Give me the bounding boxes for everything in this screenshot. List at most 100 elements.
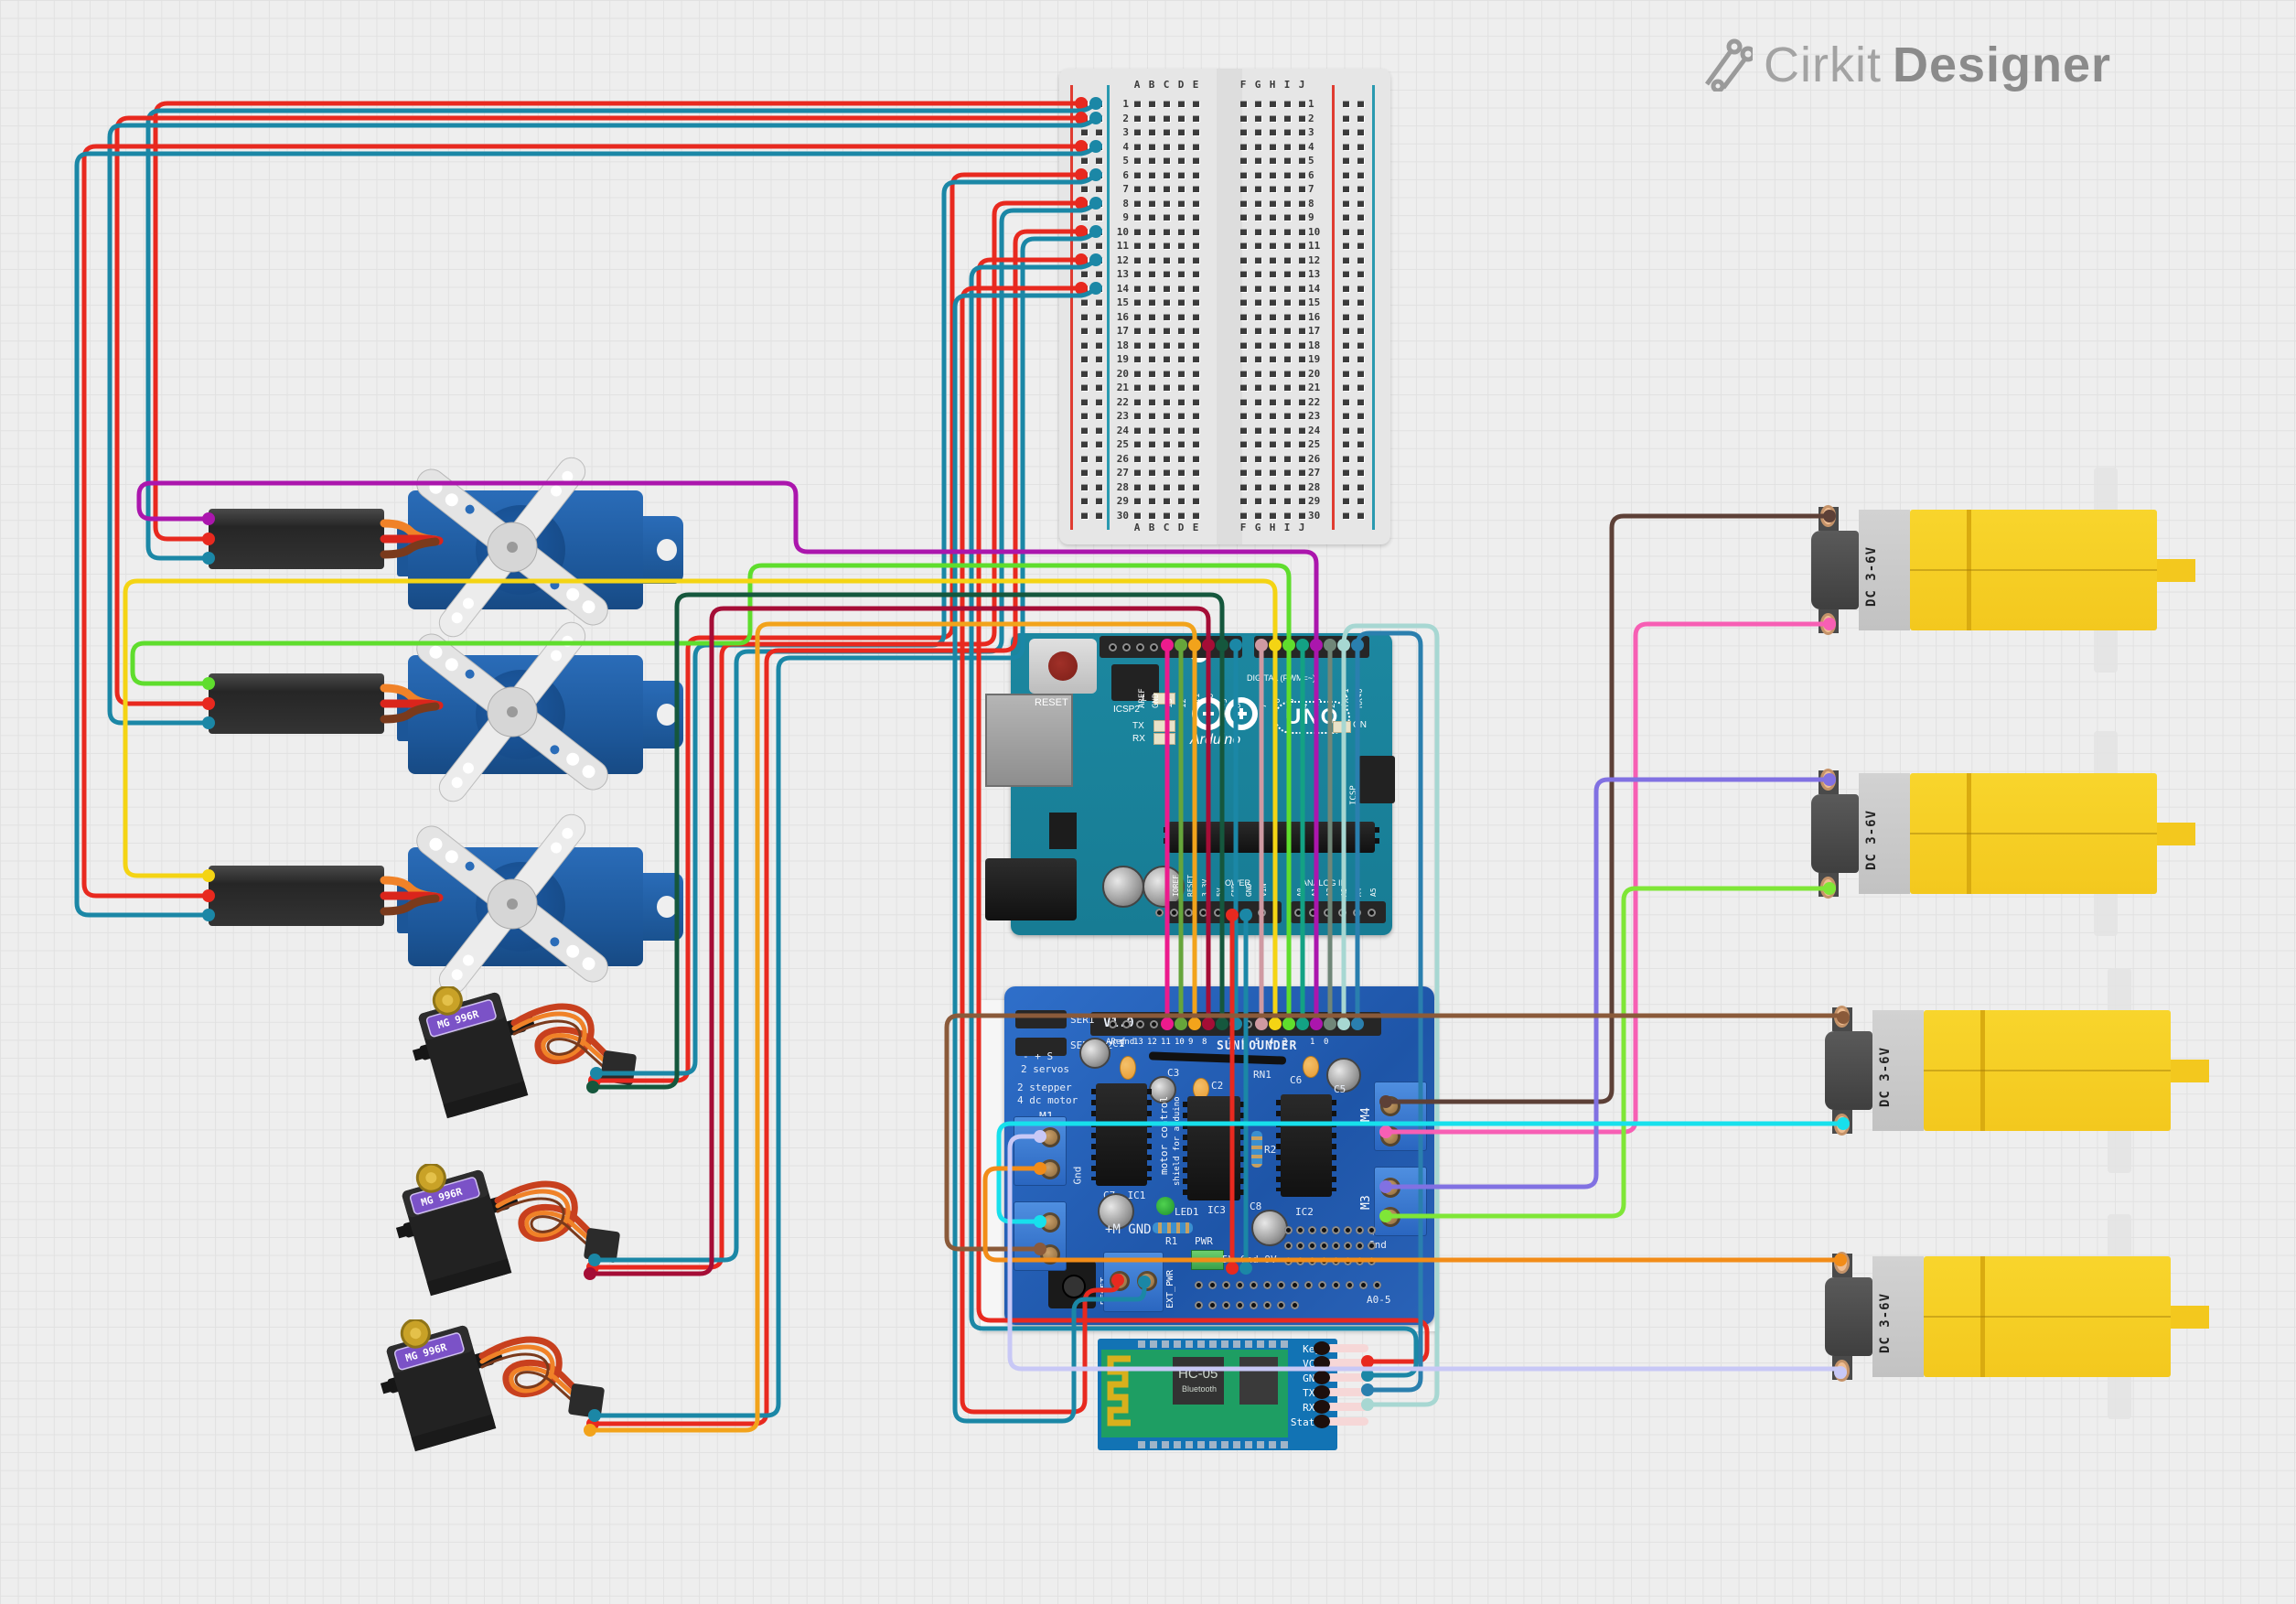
breadboard-hole[interactable] [1255,328,1261,334]
wire-endpoint-rail-mg2-gnd[interactable] [1089,197,1102,210]
wire-endpoint-m2a-motor3[interactable] [1837,1117,1850,1130]
mg996r-servo-3[interactable]: MG 996R [380,1318,654,1466]
wire-endpoint-m2b-motor3[interactable] [1034,1243,1046,1255]
breadboard-hole[interactable] [1134,356,1141,362]
bottom-pin[interactable] [1318,1281,1326,1289]
breadboard-hole[interactable] [1357,101,1364,107]
breadboard-hole[interactable] [1193,242,1199,249]
bottom-pin[interactable] [1359,1281,1368,1289]
breadboard-hole[interactable] [1134,129,1141,135]
wire-mg1-signal[interactable] [590,592,1225,1090]
breadboard-hole[interactable] [1240,199,1247,207]
breadboard-hole[interactable] [1343,171,1349,178]
power-analog-pin[interactable] [1185,909,1193,917]
breadboard-hole[interactable] [1134,498,1141,504]
breadboard-hole[interactable] [1193,214,1199,221]
breadboard-hole[interactable] [1149,157,1155,164]
breadboard-hole[interactable] [1299,256,1305,264]
breadboard-hole[interactable] [1081,341,1088,349]
breadboard-hole[interactable] [1357,398,1364,405]
breadboard-hole[interactable] [1270,356,1276,362]
breadboard-hole[interactable] [1178,426,1185,434]
wire-rail-mg1-pwr[interactable] [592,172,1084,1083]
breadboard-hole[interactable] [1343,186,1349,192]
wire-rail-servo2-gnd[interactable] [107,115,1099,726]
wire-rail-servo1-pwr[interactable] [153,101,1084,542]
breadboard-hole[interactable] [1178,313,1185,320]
aux-pin[interactable] [1320,1242,1328,1250]
wire-endpoint-mg2-signal[interactable] [1202,1017,1215,1030]
breadboard-hole[interactable] [1178,171,1185,178]
breadboard-hole[interactable] [1255,157,1261,164]
breadboard-hole[interactable] [1284,455,1291,462]
wire-endpoint-rail-servo2-pwr[interactable] [202,697,215,710]
breadboard-hole[interactable] [1193,199,1199,207]
breadboard-hole[interactable] [1255,469,1261,476]
breadboard-hole[interactable] [1357,299,1364,306]
breadboard-hole[interactable] [1149,143,1155,150]
wire-endpoint-jumper-d2[interactable] [1324,1017,1336,1030]
breadboard-hole[interactable] [1096,511,1102,519]
wire-endpoint-jumper-d8[interactable] [1229,639,1242,651]
mg996r-servo-1[interactable]: MG 996R [412,985,686,1133]
aux-pin[interactable] [1284,1242,1293,1250]
bottom-pin[interactable] [1236,1301,1244,1309]
wire-endpoint-rail-mg3-gnd[interactable] [588,1409,601,1422]
breadboard-hole[interactable] [1164,483,1170,490]
breadboard-hole[interactable] [1284,186,1291,192]
breadboard-hole[interactable] [1240,242,1247,249]
wire-endpoint-m4b-motor1[interactable] [1823,618,1836,630]
breadboard-hole[interactable] [1149,299,1155,306]
breadboard-hole[interactable] [1357,328,1364,334]
wire-endpoint-mg1-signal[interactable] [1216,1017,1228,1030]
breadboard-hole[interactable] [1178,199,1185,207]
wire-endpoint-rail-mg1-gnd[interactable] [590,1067,603,1080]
breadboard-hole[interactable] [1134,341,1141,349]
breadboard-hole[interactable] [1178,101,1185,107]
digital-pin[interactable] [1109,643,1117,651]
breadboard-hole[interactable] [1149,498,1155,504]
bt-pin-rxd[interactable] [1314,1400,1368,1414]
breadboard-hole[interactable] [1193,356,1199,362]
shield-reset-button[interactable] [1048,1261,1096,1308]
aux-pin[interactable] [1296,1226,1304,1234]
digital-pin[interactable] [1136,643,1144,651]
breadboard-hole[interactable] [1149,285,1155,292]
breadboard-hole[interactable] [1343,313,1349,320]
breadboard-hole[interactable] [1343,483,1349,490]
breadboard-hole[interactable] [1299,199,1305,207]
mg996r-servo-2[interactable]: MG 996R [395,1162,670,1310]
breadboard-hole[interactable] [1240,426,1247,434]
wire-endpoint-rail-bt-vcc[interactable] [1361,1355,1374,1368]
breadboard-hole[interactable] [1081,356,1088,362]
breadboard-hole[interactable] [1270,214,1276,221]
breadboard-hole[interactable] [1193,143,1199,150]
wire-endpoint-rail-extpwr-gnd[interactable] [1089,282,1102,295]
breadboard-hole[interactable] [1096,299,1102,306]
power-analog-pin[interactable] [1309,909,1317,917]
breadboard-hole[interactable] [1284,285,1291,292]
bottom-pin[interactable] [1277,1301,1285,1309]
dc-motor-4[interactable]: DC 3-6V [1799,1211,2220,1422]
breadboard-hole[interactable] [1081,186,1088,192]
breadboard-hole[interactable] [1081,426,1088,434]
breadboard-hole[interactable] [1193,129,1199,135]
wire-m4a-motor1[interactable] [1383,513,1832,1104]
breadboard-hole[interactable] [1240,101,1247,107]
breadboard-hole[interactable] [1081,469,1088,476]
breadboard-hole[interactable] [1193,256,1199,264]
aux-pin[interactable] [1332,1242,1340,1250]
breadboard-hole[interactable] [1357,498,1364,504]
breadboard-hole[interactable] [1178,483,1185,490]
wire-endpoint-rail-servo2-gnd[interactable] [202,716,215,729]
breadboard-hole[interactable] [1164,313,1170,320]
breadboard-hole[interactable] [1096,328,1102,334]
breadboard-hole[interactable] [1164,356,1170,362]
bottom-pin[interactable] [1291,1301,1299,1309]
wire-endpoint-servo2-signal[interactable] [1282,1017,1295,1030]
aux-pin[interactable] [1368,1226,1376,1234]
wire-endpoint-mg1-signal[interactable] [586,1081,599,1093]
breadboard-hole[interactable] [1178,469,1185,476]
wire-endpoint-mg3-signal[interactable] [584,1424,596,1437]
breadboard-hole[interactable] [1149,398,1155,405]
